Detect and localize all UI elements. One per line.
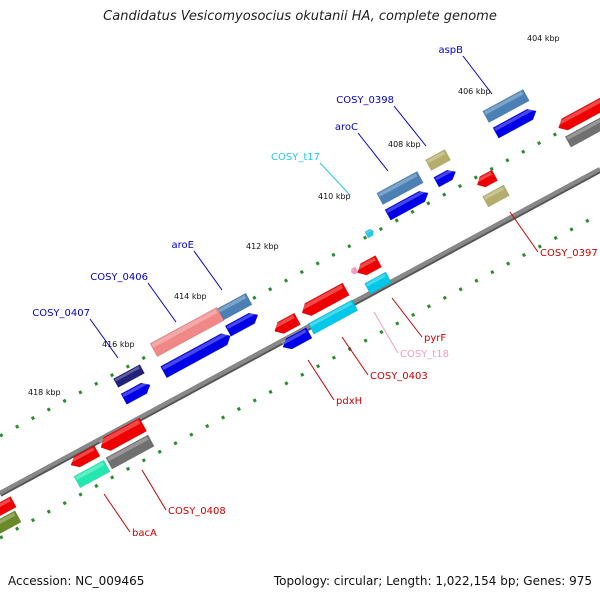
gene-cosy-0408-b (105, 434, 155, 470)
gene-label-cosy-0407-leader (89, 318, 119, 359)
gene-label-cosy-0408-label: COSY_0408 (168, 506, 226, 517)
gene-label-cosy-t17-leader (319, 162, 351, 196)
gene-pyrf (355, 255, 382, 276)
gene-cosy-0408 (98, 417, 148, 451)
gene-label-cosy-0406-label: COSY_0406 (90, 272, 148, 283)
gene-cosy-0397 (475, 169, 498, 188)
map-title: Candidatus Vesicomyosocius okutanii HA, … (103, 9, 497, 24)
gene-label-aroe-leader (193, 250, 223, 291)
label-callouts: aspBCOSY_0398aroCCOSY_t17aroECOSY_0406CO… (32, 45, 598, 539)
gene-cosy-0407-cds (120, 381, 151, 405)
topology-text: Topology: circular; Length: 1,022,154 bp… (273, 574, 592, 588)
gene-label-cosy-0408-leader (141, 469, 167, 511)
scale-labels: 404 kbp 406 kbp 408 kbp 410 kbp 412 kbp 414 k… (28, 34, 560, 397)
scale-label: 406 kbp (458, 87, 491, 96)
gene-aspb-cds (492, 107, 537, 139)
gene-features (0, 88, 600, 538)
backbone-line (0, 167, 600, 495)
gene-cosy-0407 (113, 364, 145, 388)
gene-label-baca-leader (103, 493, 131, 533)
gene-baca (69, 445, 101, 468)
gene-label-pdxh-label: pdxH (336, 396, 362, 407)
gene-label-cosy-0407-label: COSY_0407 (32, 308, 90, 319)
gene-cosy-0398-cds (433, 168, 457, 188)
gene-label-cosy-t17-label: COSY_t17 (271, 152, 320, 163)
scale-label: 412 kbp (246, 242, 279, 251)
gene-aroe-cds (224, 311, 259, 337)
gene-label-cosy-0403-label: COSY_0403 (370, 371, 428, 382)
gene-label-cosy-t18-leader (373, 311, 399, 354)
accession-text: Accession: NC_009465 (8, 574, 145, 588)
gene-aspb (482, 88, 530, 124)
gene-label-pyrf-leader (391, 297, 423, 338)
gene-cosy-0397-b (482, 184, 510, 208)
gene-baca-b (73, 459, 111, 489)
gene-label-cosy-0406-leader (147, 282, 177, 323)
gene-edge-red (556, 94, 600, 131)
tick-row-inner (0, 212, 600, 540)
gene-label-aroc-label: aroC (335, 122, 358, 133)
scale-label: 410 kbp (318, 192, 351, 201)
gene-cosy-0406-cds (160, 331, 231, 379)
gene-label-baca-label: bacA (132, 528, 157, 539)
gene-label-aroc-leader (357, 132, 389, 172)
scale-label: 418 kbp (28, 388, 61, 397)
gene-cosy-0403 (300, 282, 350, 317)
gene-label-aspb-leader (462, 55, 493, 95)
gene-edge-left-green (0, 510, 22, 538)
gene-cosy-0403-b (307, 299, 359, 335)
gene-edge-gray (564, 112, 600, 148)
trna-cosy-t18 (351, 266, 359, 275)
gene-cosy-0406 (149, 306, 225, 358)
gene-label-cosy-0398-leader (393, 105, 427, 147)
gene-label-cosy-0397-leader (509, 211, 539, 253)
gene-label-cosy-0397-label: COSY_0397 (540, 248, 598, 259)
scale-label: 414 kbp (174, 292, 207, 301)
gene-pdxh (272, 312, 301, 334)
gene-cosy-0398 (425, 149, 451, 171)
gene-label-aspb-label: aspB (438, 45, 463, 56)
gene-label-pyrf-label: pyrF (424, 333, 446, 344)
gene-label-cosy-t18-label: COSY_t18 (400, 349, 449, 360)
scale-label: 408 kbp (388, 140, 421, 149)
scale-label: 404 kbp (527, 34, 560, 43)
gene-label-aroe-label: aroE (172, 240, 194, 251)
gene-label-pdxh-leader (307, 359, 335, 401)
scale-label: 416 kbp (102, 340, 135, 349)
gene-pyrf-b (364, 271, 392, 295)
gene-label-cosy-0403-leader (341, 336, 369, 376)
gene-pdxh-b (281, 327, 313, 350)
trna-cosy-t17 (364, 228, 374, 239)
gene-aroc (376, 170, 424, 206)
gene-aroc-cds (384, 189, 429, 221)
gene-label-cosy-0398-label: COSY_0398 (336, 95, 394, 106)
gene-edge-left-red (0, 496, 17, 517)
